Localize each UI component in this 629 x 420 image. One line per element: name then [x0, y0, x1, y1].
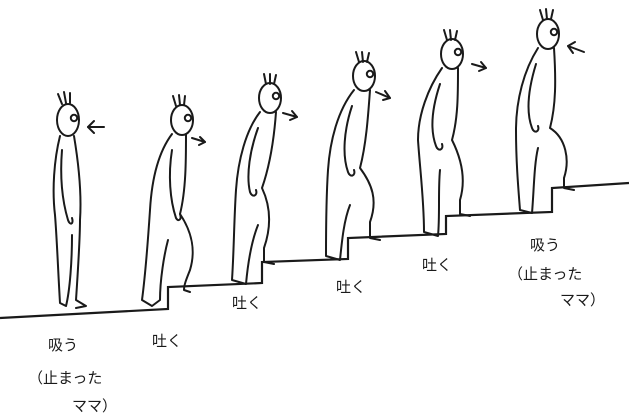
figure-1	[54, 92, 86, 308]
exhale-arrow-icon	[192, 137, 205, 145]
label-step-1-line2: （止まった	[28, 369, 102, 387]
label-step-5: 吐く	[422, 256, 452, 274]
figure-3	[232, 74, 281, 284]
exhale-arrow-icon	[472, 62, 486, 71]
inhale-arrow-icon	[88, 121, 104, 133]
label-step-1: 吸う （止まった ママ）	[28, 336, 117, 415]
label-step-6-line3: ママ）	[560, 291, 605, 309]
label-step-6-line1: 吸う	[530, 236, 560, 254]
exhale-arrow-icon	[283, 111, 297, 120]
inhale-arrow-icon	[568, 42, 584, 53]
figure-5	[418, 30, 470, 236]
label-step-1-line1: 吸う	[48, 336, 78, 354]
exhale-arrow-icon	[376, 91, 390, 100]
figure-4	[326, 52, 380, 260]
figure-6	[516, 9, 574, 213]
figure-2	[142, 95, 193, 306]
label-step-2: 吐く	[152, 332, 182, 350]
label-step-6: 吸う （止まった ママ）	[508, 236, 605, 309]
label-step-1-line3: ママ）	[72, 397, 117, 415]
label-step-4: 吐く	[336, 278, 366, 296]
label-step-3: 吐く	[232, 294, 262, 312]
label-step-6-line2: （止まった	[508, 265, 582, 283]
